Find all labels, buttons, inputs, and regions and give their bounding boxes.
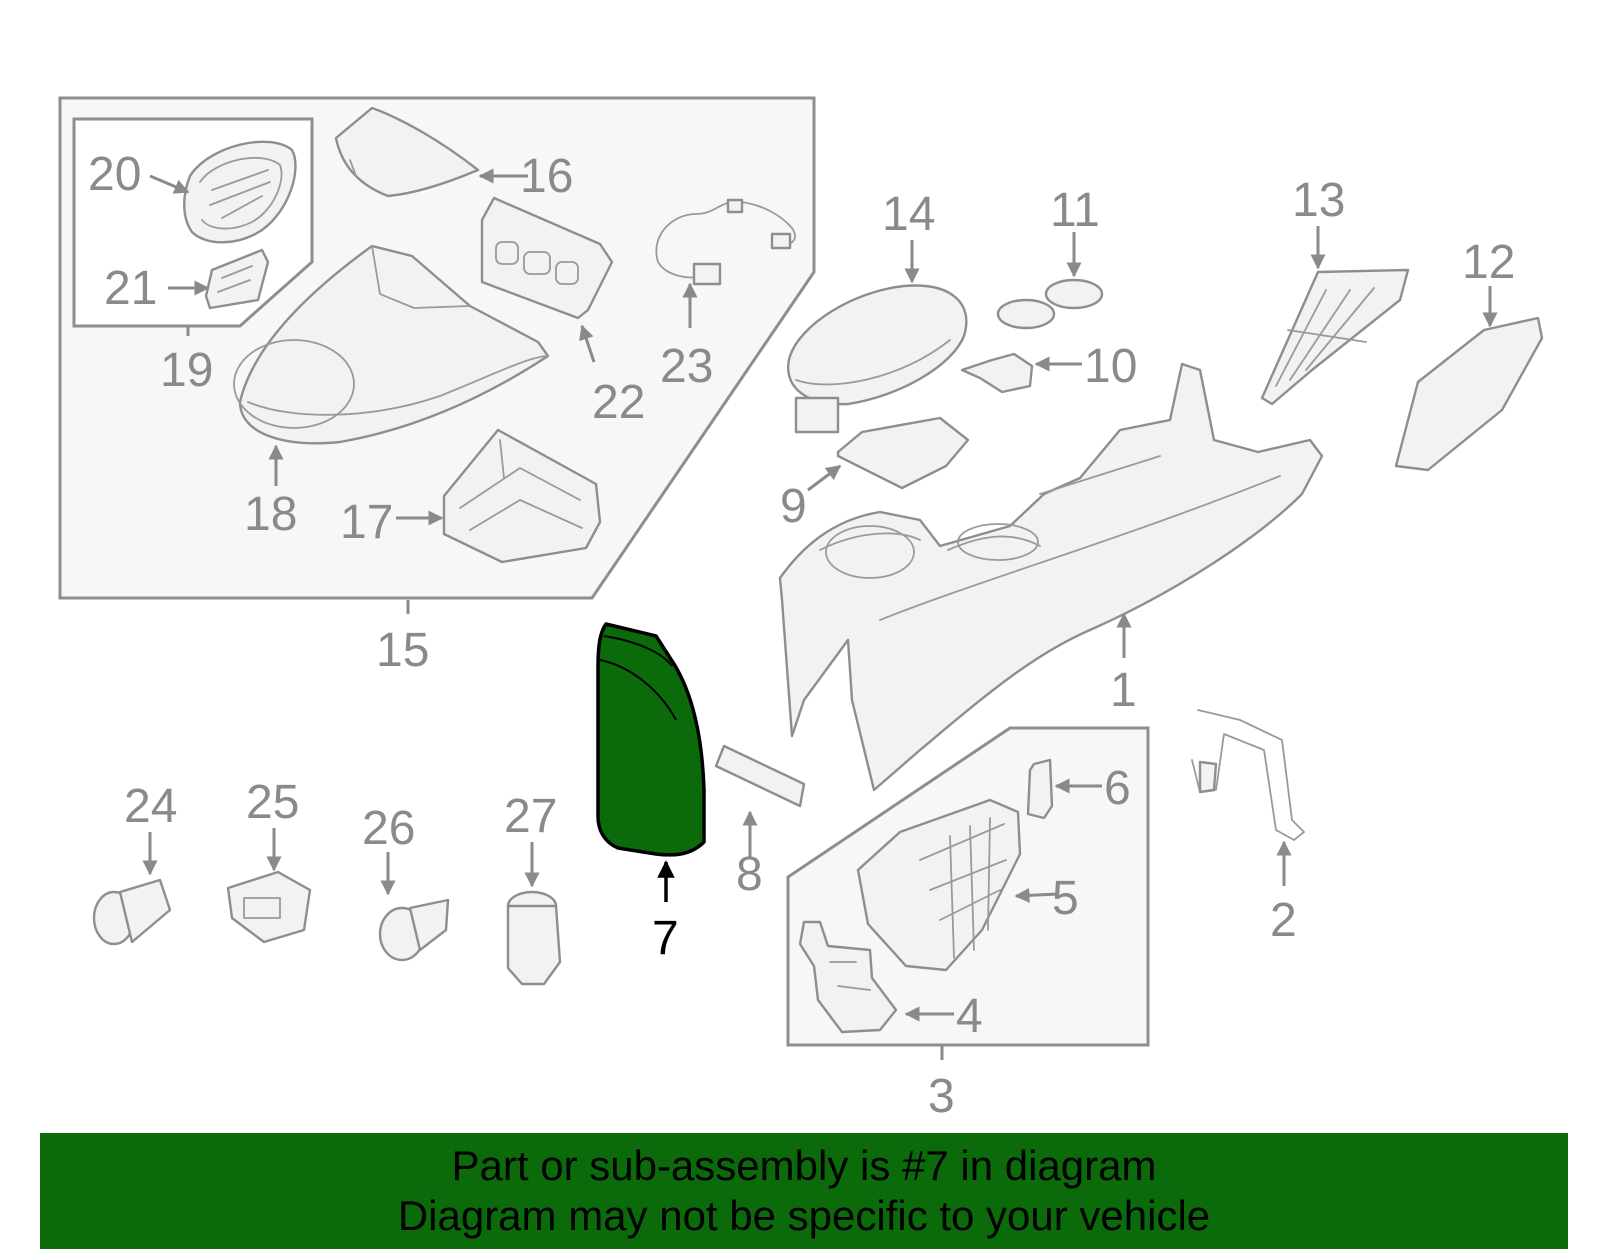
callout-23: 23	[660, 340, 713, 393]
callout-12: 12	[1462, 236, 1515, 289]
part-26-socket	[378, 898, 450, 962]
callout-4: 4	[956, 990, 983, 1043]
part-6-clip	[1026, 758, 1054, 820]
part-4-bracket	[798, 920, 898, 1034]
banner-line-1: Part or sub-assembly is #7 in diagram	[451, 1142, 1157, 1189]
info-banner: Part or sub-assembly is #7 in diagram Di…	[40, 1133, 1568, 1249]
callout-11: 11	[1050, 184, 1100, 237]
callout-27: 27	[504, 790, 557, 843]
callout-25: 25	[246, 776, 299, 829]
part-10-clip	[960, 352, 1034, 394]
callout-24: 24	[124, 780, 177, 833]
part-2-bracket	[1191, 709, 1305, 841]
callout-13: 13	[1292, 174, 1345, 227]
part-9-mat	[836, 416, 970, 490]
callout-3: 3	[928, 1070, 955, 1123]
callout-5: 5	[1052, 872, 1079, 925]
part-27-switch	[506, 890, 562, 986]
callout-2: 2	[1270, 894, 1297, 947]
callout-21: 21	[104, 262, 157, 315]
part-14-armrest	[787, 284, 968, 434]
callout-6: 6	[1104, 762, 1131, 815]
callout-22: 22	[592, 376, 645, 429]
part-17-bracket	[442, 428, 602, 564]
callout-14: 14	[882, 188, 935, 241]
part-16-cover	[334, 106, 480, 198]
callout-15: 15	[376, 624, 429, 677]
callout-16: 16	[520, 150, 573, 203]
callout-10: 10	[1084, 340, 1137, 393]
part-1-console-body	[778, 362, 1324, 792]
leader-lines	[142, 168, 1498, 1060]
part-13-side-panel	[1260, 268, 1410, 406]
part-11-rings	[996, 278, 1104, 330]
banner-line-2: Diagram may not be specific to your vehi…	[397, 1192, 1211, 1239]
callout-18: 18	[244, 488, 297, 541]
part-5-storage-bin	[856, 798, 1022, 972]
part-22-switch-panel	[480, 196, 614, 320]
part-7-highlighted[interactable]	[596, 622, 706, 857]
part-24-socket	[92, 878, 172, 946]
callout-9: 9	[780, 480, 807, 533]
part-18-console-trim	[233, 244, 550, 445]
callout-26: 26	[362, 802, 415, 855]
callout-20: 20	[88, 148, 141, 201]
callout-7[interactable]: 7	[652, 912, 679, 965]
part-20-shift-bezel	[183, 140, 297, 244]
callout-17: 17	[340, 496, 393, 549]
part-21-switch	[204, 248, 270, 310]
part-8-strip	[714, 744, 806, 808]
part-23-wiring	[655, 198, 796, 286]
callout-8: 8	[736, 848, 763, 901]
part-25-port	[226, 870, 312, 944]
callout-19: 19	[160, 344, 213, 397]
callout-1: 1	[1110, 664, 1137, 717]
part-12-side-panel	[1394, 316, 1544, 472]
